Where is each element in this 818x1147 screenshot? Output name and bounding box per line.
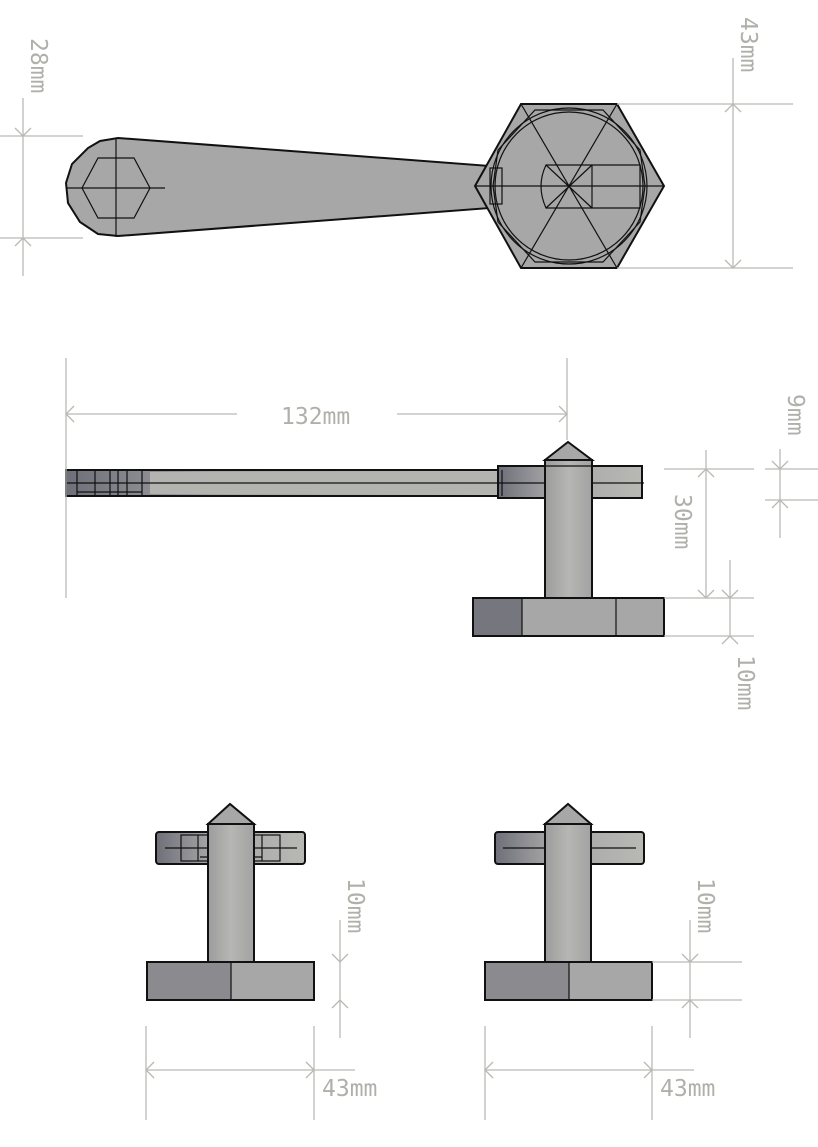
dim-label-10mm-front-left: 10mm bbox=[342, 878, 368, 933]
dimension-43mm-front-left: 43mm bbox=[145, 1026, 377, 1120]
dimension-9mm: 9mm bbox=[765, 394, 818, 538]
dim-label-9mm: 9mm bbox=[782, 394, 808, 436]
dim-label-30mm: 30mm bbox=[669, 494, 695, 549]
dim-label-132mm: 132mm bbox=[281, 404, 350, 430]
dim-label-10mm-front-right: 10mm bbox=[692, 878, 718, 933]
dim-label-43mm-front-left: 43mm bbox=[322, 1076, 377, 1102]
dimension-43mm-top: 43mm bbox=[617, 17, 793, 269]
dimension-10mm-front-left: 10mm bbox=[331, 878, 368, 1038]
dimension-43mm-front-right: 43mm bbox=[484, 1026, 715, 1120]
dimension-10mm-side: 10mm bbox=[664, 560, 758, 710]
front-view-right: 10mm 43mm bbox=[484, 802, 742, 1120]
dimension-132mm: 132mm bbox=[65, 358, 568, 598]
dim-label-10mm-side: 10mm bbox=[732, 655, 758, 710]
dim-label-28mm: 28mm bbox=[25, 38, 51, 93]
dimension-28mm: 28mm bbox=[0, 38, 83, 276]
handle-outline bbox=[64, 136, 491, 238]
dimension-30mm: 30mm bbox=[664, 450, 754, 599]
front-view-left: 10mm 43mm bbox=[145, 802, 377, 1120]
top-view: 28mm 43mm bbox=[0, 17, 793, 276]
dim-label-43mm-top: 43mm bbox=[735, 17, 761, 72]
dimension-10mm-front-right: 10mm bbox=[652, 878, 742, 1038]
side-view: 132mm 9mm 30mm 10mm bbox=[65, 358, 818, 710]
dim-label-43mm-front-right: 43mm bbox=[660, 1076, 715, 1102]
